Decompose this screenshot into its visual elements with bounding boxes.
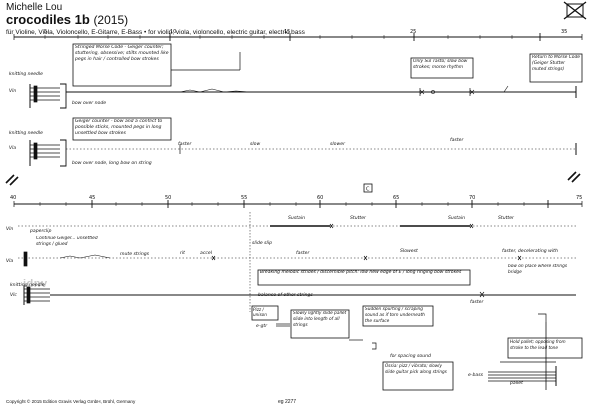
note-box-guitar: [290, 309, 350, 339]
tick-label: 75: [576, 195, 582, 201]
annotation: pallet: [509, 380, 523, 386]
annotation: balance of other strings: [258, 292, 313, 298]
tick-label: 25: [410, 29, 416, 35]
note-box-text: Slowly lightly slide pallet slide into l…: [293, 311, 347, 328]
note-box-text: Sudden spurting / scraping sound as if t…: [365, 307, 425, 324]
tick-label: 50: [165, 195, 171, 201]
note-box-text: Return to Morse Code (Geiger Stutter mut…: [532, 55, 580, 72]
annotation: faster, decelerating with: [502, 248, 558, 254]
staff-vln-system-2: [18, 212, 576, 312]
annotation: Stutter: [498, 215, 515, 221]
staff-label-vlc: Vlc: [10, 292, 17, 298]
staff-vln-system-1: [29, 83, 577, 109]
annotation: faster: [178, 141, 192, 147]
instrumentation-line: für Violine, Viola, Violoncello, E-Gitar…: [6, 29, 305, 36]
annotation: rit: [180, 250, 185, 256]
plate-number: eg 2277: [278, 399, 297, 405]
note-box-text: Ossia: pizz / vibrato; slowly slide guit…: [385, 363, 447, 374]
staff-label-paperclip: paperclip: [29, 228, 51, 234]
annotation: Stutter: [350, 215, 367, 221]
staff-vlc-system-2: [23, 285, 576, 305]
note-box-text: Breaking melodic strides / discernible p…: [260, 270, 462, 275]
annotation: bow over node: [72, 100, 106, 106]
tick-label: 60: [317, 195, 323, 201]
staff-label-knitting-3: knitting needle: [10, 282, 45, 288]
note-box-bottom-1: [72, 117, 172, 141]
tick-label: 65: [393, 195, 399, 201]
annotation: slower: [330, 141, 346, 147]
annotation: bow over node, long bow on string: [72, 160, 152, 166]
annotation: slow: [250, 141, 260, 147]
annotation: bow on place where strings bridge: [508, 264, 568, 275]
crossed-box-icon: [563, 1, 587, 20]
annotation: for spacing sound: [390, 353, 431, 359]
work-title: crocodiles 1b (2015): [6, 12, 128, 27]
note-box-mid-1: [410, 57, 474, 79]
morse-marks: [179, 85, 509, 95]
note-box-bass: [362, 305, 434, 327]
annotation: faster: [450, 137, 464, 143]
note-box-top-1: [72, 43, 241, 87]
annotation: Continue Geiger... unsettled strings / g…: [36, 236, 98, 247]
note-box-text: Geiger counter - bow and a conflict to p…: [75, 119, 163, 137]
annotation: faster: [296, 250, 310, 256]
staff-label-vla-2: Vla: [6, 258, 13, 264]
rehearsal-mark: [363, 183, 373, 193]
note-box-right-2: [507, 337, 583, 359]
staff-label-ebass: e-bass: [468, 372, 484, 378]
tick-label: 5: [44, 29, 47, 35]
annotation: Sustain: [448, 215, 465, 221]
annotation: Sustain: [288, 215, 305, 221]
tick-label: 70: [469, 195, 475, 201]
staff-vla-system-1: [29, 139, 577, 167]
system-break-icon: [5, 171, 581, 186]
tick-label: 45: [89, 195, 95, 201]
tick-label: 40: [10, 195, 16, 201]
tick-label: 10: [170, 29, 176, 35]
staff-egtr: [276, 323, 377, 350]
staff-label-vla-1: Vla: [9, 145, 16, 151]
annotation: mute strings: [120, 251, 150, 257]
note-box-ossia: [382, 361, 454, 391]
note-box-text: Stringed Morse Code - Geiger counter; st…: [75, 45, 169, 63]
note-box-right-1: [529, 53, 583, 83]
timeline-system-2: [13, 183, 583, 208]
annotation: Slowest: [400, 248, 418, 254]
rehearsal-letter: C: [366, 187, 370, 193]
staff-label-vln-2: Vln: [6, 226, 13, 232]
staff-label-vln-1: Vln: [9, 88, 16, 94]
title-year: (2015): [93, 13, 129, 27]
annotation: faster: [470, 299, 484, 305]
note-box-breaking: [257, 269, 471, 286]
tick-label: 35: [561, 29, 567, 35]
staff-vla-system-2: [18, 251, 576, 267]
timeline-system-1: [13, 33, 583, 41]
title-text: crocodiles 1b: [6, 12, 90, 27]
annotation: accel: [200, 250, 213, 256]
note-box-text: Only Sul Tasto; slow bow strokes; morse …: [413, 59, 468, 70]
note-box-text: Pizz / unison: [253, 307, 267, 318]
note-box-text: Hold pallet; opposing from stroke to the…: [510, 339, 566, 350]
tick-label: 55: [241, 195, 247, 201]
tick-label: 15: [284, 29, 290, 35]
staff-label-egtr: e-gtr: [256, 323, 268, 329]
annotation: slide slip: [252, 240, 272, 246]
copyright-notice: Copyright © 2015 Edition Gravis Verlag G…: [6, 399, 136, 404]
staff-ebass: [488, 313, 557, 390]
staff-label-knitting-2: knitting needle: [9, 130, 43, 136]
composer-name: Michelle Lou: [6, 2, 63, 13]
staff-label-knitting-1: knitting needle: [9, 71, 43, 77]
note-box-pizz: [251, 305, 279, 321]
